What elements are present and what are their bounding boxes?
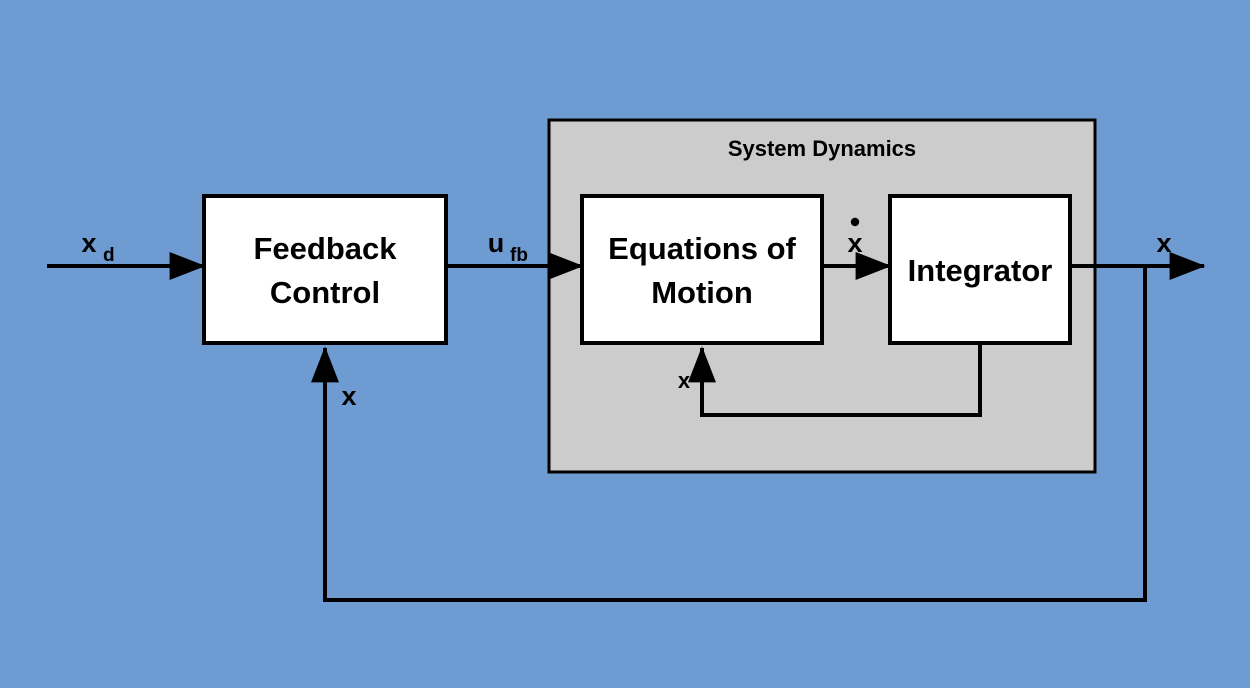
signal-label-reference-input: x d: [81, 228, 114, 266]
block-equations-of-motion[interactable]: Equations of Motion: [580, 194, 824, 345]
integrator-label: Integrator: [908, 253, 1053, 288]
system-dynamics-title: System Dynamics: [728, 136, 916, 161]
equations-of-motion-label-line2: Motion: [651, 275, 753, 310]
signal-label-control-effort: u fb: [488, 228, 528, 266]
block-feedback-control[interactable]: Feedback Control: [202, 194, 448, 345]
reference-input-base: x: [81, 228, 96, 258]
signal-label-outer-state-feedback: x: [341, 381, 356, 411]
equations-of-motion-box: [580, 194, 824, 345]
control-effort-subscript: fb: [510, 245, 528, 266]
reference-input-subscript: d: [103, 245, 115, 266]
feedback-control-label-line2: Control: [270, 275, 380, 310]
state-derivative-base: x: [847, 228, 862, 258]
signal-label-system-output: x: [1156, 228, 1171, 258]
integrator-box: [888, 194, 1072, 345]
feedback-control-box: [202, 194, 448, 345]
signal-label-inner-state-feedback: x: [678, 368, 691, 393]
state-derivative-dot-accent: [850, 217, 860, 227]
signal-label-state-derivative: x: [847, 217, 863, 258]
equations-of-motion-label-line1: Equations of: [608, 231, 796, 266]
connector-outer-state-feedback: [311, 266, 1147, 602]
block-integrator[interactable]: Integrator: [888, 194, 1072, 345]
connector-inner-state-feedback: [688, 343, 982, 417]
control-effort-base: u: [488, 228, 505, 258]
feedback-control-label-line1: Feedback: [253, 231, 397, 266]
